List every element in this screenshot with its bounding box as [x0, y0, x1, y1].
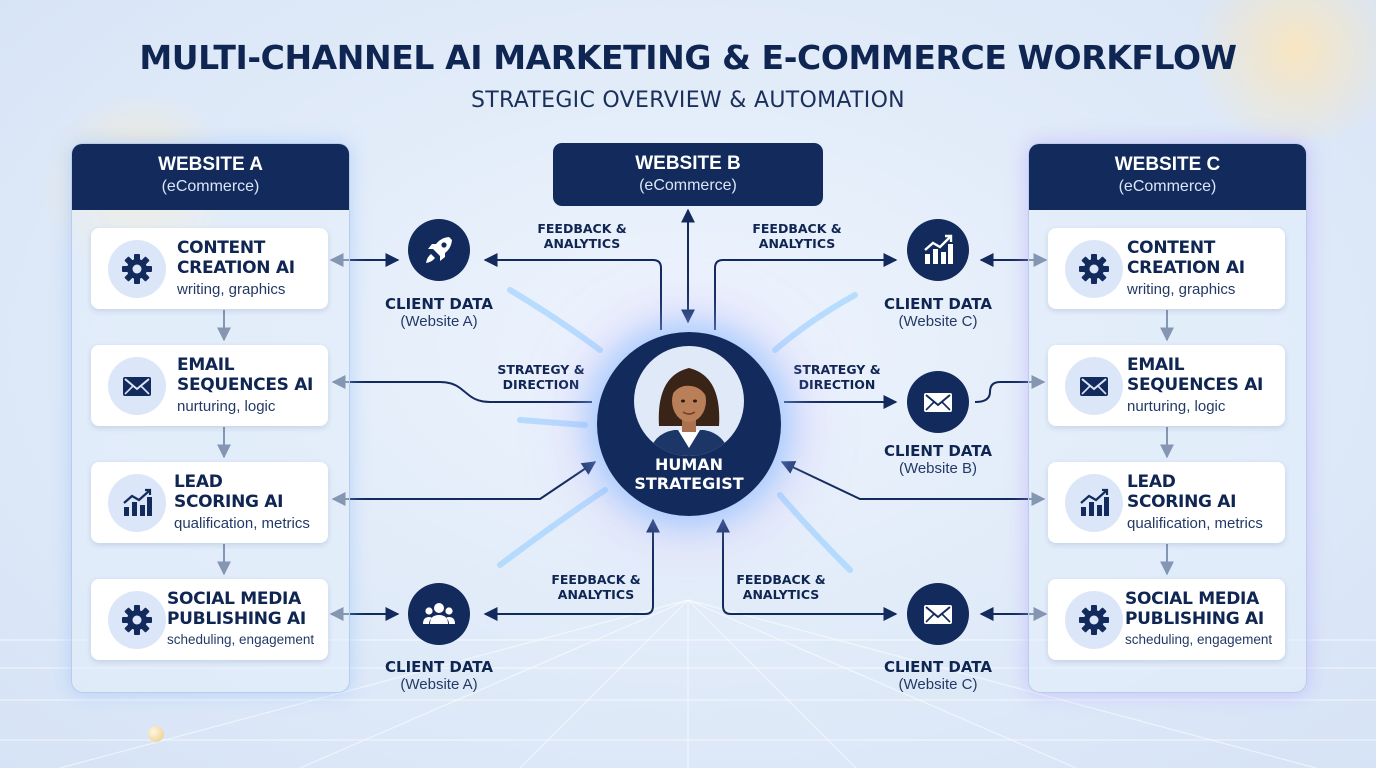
bar-chart-icon — [108, 474, 166, 532]
gear-icon — [108, 240, 166, 298]
card-title: SEQUENCES AI — [177, 375, 314, 395]
lead-scoring-card[interactable]: LEAD SCORING AI qualification, metrics — [1048, 462, 1285, 543]
feedback-analytics-label: FEEDBACK &ANALYTICS — [752, 221, 842, 251]
website-a-header: WEBSITE A (eCommerce) — [72, 144, 349, 210]
card-description: qualification, metrics — [174, 515, 310, 532]
gear-icon — [1065, 240, 1123, 298]
card-title: SCORING AI — [1127, 492, 1237, 512]
website-c-header: WEBSITE C (eCommerce) — [1029, 144, 1306, 210]
card-title: SOCIAL MEDIA — [167, 589, 301, 609]
feedback-analytics-label: FEEDBACK &ANALYTICS — [537, 221, 627, 251]
hub-label: CLIENT DATA — [385, 658, 493, 676]
card-title: CREATION AI — [177, 258, 295, 278]
decorative-orb — [148, 726, 164, 742]
gear-icon — [108, 591, 166, 649]
card-title: CONTENT — [1127, 238, 1216, 258]
card-title: EMAIL — [177, 355, 235, 375]
hub-sublabel: (Website C) — [898, 313, 978, 330]
card-title: SOCIAL MEDIA — [1125, 589, 1259, 609]
website-a-panel: WEBSITE A (eCommerce) CONTENT CREATION A… — [71, 143, 350, 693]
card-title: SCORING AI — [174, 492, 284, 512]
card-description: writing, graphics — [1127, 281, 1236, 298]
client-data-hub-website-a-top[interactable] — [408, 219, 470, 281]
feedback-analytics-label: FEEDBACK &ANALYTICS — [551, 572, 641, 602]
social-media-card[interactable]: SOCIAL MEDIA PUBLISHING AI scheduling, e… — [1048, 579, 1285, 660]
hub-label: CLIENT DATA — [385, 295, 493, 313]
envelope-icon — [108, 357, 166, 415]
client-data-hub-website-c-top[interactable] — [907, 219, 969, 281]
content-creation-card[interactable]: CONTENT CREATION AI writing, graphics — [91, 228, 328, 309]
hub-sublabel: (Website A) — [400, 313, 478, 330]
website-a-subtitle: (eCommerce) — [161, 178, 260, 195]
website-c-title: WEBSITE C — [1114, 154, 1221, 175]
center-title: HUMAN — [654, 455, 724, 474]
page-subtitle: STRATEGIC OVERVIEW & AUTOMATION — [471, 88, 905, 113]
strategist-avatar — [634, 346, 744, 456]
card-title: CREATION AI — [1127, 258, 1245, 278]
page-title: MULTI-CHANNEL AI MARKETING & E-COMMERCE … — [139, 38, 1237, 77]
card-description: scheduling, engagement — [167, 632, 315, 647]
card-title: LEAD — [1127, 472, 1176, 492]
lead-scoring-card[interactable]: LEAD SCORING AI qualification, metrics — [91, 462, 328, 543]
hub-label: CLIENT DATA — [884, 295, 992, 313]
gear-icon — [1065, 591, 1123, 649]
email-sequences-card[interactable]: EMAIL SEQUENCES AI nurturing, logic — [91, 345, 328, 426]
feedback-analytics-label: FEEDBACK &ANALYTICS — [736, 572, 826, 602]
website-a-title: WEBSITE A — [158, 154, 263, 175]
card-title: PUBLISHING AI — [167, 609, 306, 629]
hub-label: CLIENT DATA — [884, 658, 992, 676]
human-strategist-node[interactable]: HUMAN STRATEGIST — [597, 332, 781, 516]
hub-sublabel: (Website B) — [898, 460, 978, 477]
social-media-card[interactable]: SOCIAL MEDIA PUBLISHING AI scheduling, e… — [91, 579, 328, 660]
website-b-subtitle: (eCommerce) — [639, 177, 737, 194]
email-sequences-card[interactable]: EMAIL SEQUENCES AI nurturing, logic — [1048, 345, 1285, 426]
client-data-hub-website-a-bottom[interactable] — [408, 583, 470, 645]
hub-sublabel: (Website C) — [898, 676, 978, 693]
card-description: scheduling, engagement — [1125, 632, 1273, 647]
strategy-direction-label: STRATEGY &DIRECTION — [497, 362, 585, 392]
card-description: writing, graphics — [177, 281, 286, 298]
hub-sublabel: (Website A) — [400, 676, 478, 693]
card-title: EMAIL — [1127, 355, 1185, 375]
website-b-header[interactable]: WEBSITE B (eCommerce) — [553, 143, 823, 206]
card-title: SEQUENCES AI — [1127, 375, 1264, 395]
website-c-subtitle: (eCommerce) — [1118, 178, 1217, 195]
client-data-hub-website-b[interactable] — [907, 371, 969, 433]
card-title: LEAD — [174, 472, 223, 492]
bar-chart-icon — [1065, 474, 1123, 532]
card-description: nurturing, logic — [1127, 398, 1226, 415]
content-creation-card[interactable]: CONTENT CREATION AI writing, graphics — [1048, 228, 1285, 309]
website-b-title: WEBSITE B — [635, 153, 741, 174]
card-description: nurturing, logic — [177, 398, 276, 415]
client-data-hub-website-c-bottom[interactable] — [907, 583, 969, 645]
website-c-panel: WEBSITE C (eCommerce) CONTENT CREATION A… — [1028, 143, 1307, 693]
card-title: CONTENT — [177, 238, 266, 258]
hub-label: CLIENT DATA — [884, 442, 992, 460]
card-description: qualification, metrics — [1127, 515, 1263, 532]
center-title: STRATEGIST — [634, 474, 744, 493]
strategy-direction-label: STRATEGY &DIRECTION — [793, 362, 881, 392]
card-title: PUBLISHING AI — [1125, 609, 1264, 629]
envelope-icon — [1065, 357, 1123, 415]
